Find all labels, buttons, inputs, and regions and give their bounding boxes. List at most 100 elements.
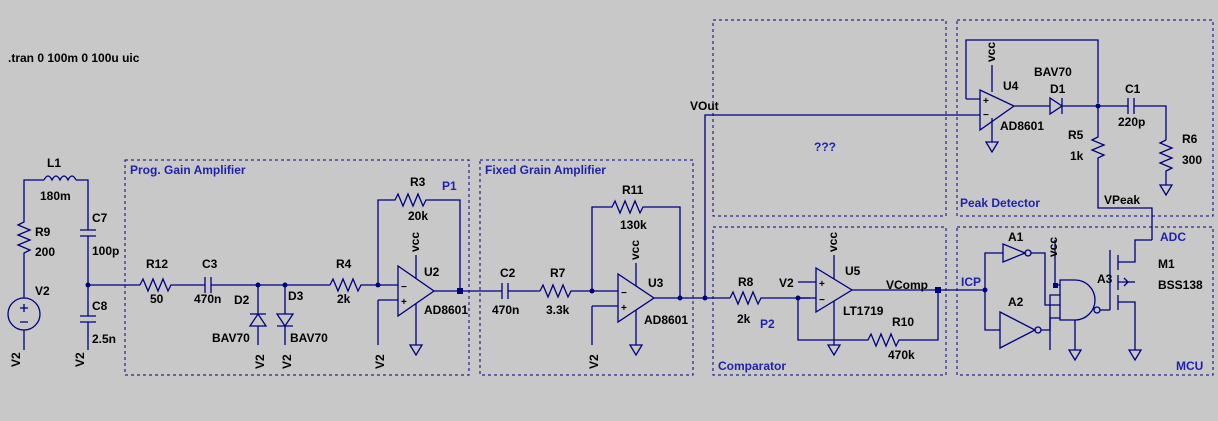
vcc-label-u3: vcc	[628, 240, 642, 260]
u3-value: AD8601	[644, 313, 688, 327]
r5-value: 1k	[1070, 149, 1084, 163]
svg-text:+: +	[983, 96, 989, 107]
u4-value: AD8601	[1000, 119, 1044, 133]
r7-name: R7	[550, 266, 566, 280]
diode-d3[interactable]	[275, 285, 295, 345]
opamp-u4[interactable]: + −	[965, 39, 1099, 142]
v2-source-name: V2	[35, 284, 50, 298]
mosfet-m1[interactable]	[1109, 239, 1152, 350]
vcc-label-a3: vcc	[1046, 237, 1060, 257]
svg-text:−: −	[983, 110, 989, 121]
voltage-source-v2[interactable]	[7, 285, 41, 350]
comparator-u5[interactable]: + −	[798, 255, 938, 345]
capacitor-c7[interactable]	[80, 229, 96, 285]
resistor-r8[interactable]	[729, 290, 810, 306]
u3-name: U3	[648, 276, 664, 290]
d3-value: BAV70	[290, 331, 328, 345]
c7-value: 100p	[92, 244, 119, 258]
c1-value: 220p	[1118, 115, 1145, 129]
m1-value: BSS138	[1158, 278, 1203, 292]
r9-value: 200	[35, 245, 55, 259]
resistor-r3[interactable]	[377, 192, 461, 291]
fixed-amp-block-title: Fixed Grain Amplifier	[485, 163, 606, 177]
v2-net-label-6: V2	[587, 354, 601, 369]
capacitor-c3[interactable]	[204, 277, 330, 293]
vpeak-net-label: VPeak	[1104, 193, 1140, 207]
pga-block	[124, 159, 470, 376]
unknown-block	[712, 19, 947, 217]
resistor-r6[interactable]	[1158, 139, 1174, 185]
r5-name: R5	[1068, 128, 1084, 142]
peak-detector-block	[956, 19, 1214, 217]
diode-d1[interactable]	[1042, 96, 1098, 116]
ground-icon	[826, 344, 842, 357]
svg-text:+: +	[621, 303, 627, 314]
d3-name: D3	[288, 289, 304, 303]
u2-value: AD8601	[424, 303, 468, 317]
vcc-label-u4: vcc	[984, 42, 998, 62]
inductor-l1[interactable]	[23, 175, 89, 230]
r12-value: 50	[150, 292, 164, 306]
c3-value: 470n	[194, 292, 221, 306]
icp-label: ICP	[961, 275, 981, 289]
diode-d2[interactable]	[248, 285, 268, 345]
r4-value: 2k	[337, 292, 351, 306]
vcomp-net-label: VComp	[886, 278, 928, 292]
a1-name: A1	[1008, 230, 1024, 244]
comparator-block	[712, 226, 947, 376]
r6-value: 300	[1182, 153, 1202, 167]
r12-name: R12	[146, 257, 168, 271]
d1-name: D1	[1050, 82, 1066, 96]
unknown-block-title: ???	[814, 140, 836, 154]
u5-name: U5	[845, 264, 861, 278]
pga-block-title: Prog. Gain Amplifier	[130, 163, 246, 177]
c8-value: 2.5n	[92, 332, 116, 346]
spice-directive[interactable]: .tran 0 100m 0 100u uic	[8, 51, 140, 65]
ground-icon	[1067, 349, 1083, 362]
r9-name: R9	[35, 225, 51, 239]
l1-name: L1	[47, 156, 61, 170]
svg-text:+: +	[819, 279, 825, 290]
resistor-r4[interactable]	[329, 277, 378, 293]
r8-name: R8	[738, 275, 754, 289]
u5-value: LT1719	[843, 304, 884, 318]
resistor-r10[interactable]	[797, 290, 939, 348]
v2-net-label-1: V2	[9, 352, 23, 367]
ground-icon	[628, 344, 644, 357]
vcc-label-u5: vcc	[826, 232, 840, 252]
opamp-u2[interactable]: − +	[377, 255, 460, 345]
ground-icon	[984, 141, 1000, 154]
comparator-block-title: Comparator	[718, 359, 786, 373]
r3-name: R3	[410, 175, 426, 189]
buffer-a1[interactable]	[984, 243, 1060, 306]
capacitor-c1[interactable]	[1098, 98, 1167, 140]
resistor-r12[interactable]	[139, 277, 205, 293]
p1-label: P1	[442, 179, 457, 193]
fixed-amp-block	[479, 159, 694, 376]
resistor-r11[interactable]	[591, 199, 681, 298]
capacitor-c8[interactable]	[80, 285, 96, 350]
p2-label: P2	[760, 317, 775, 331]
svg-text:−: −	[621, 288, 627, 299]
c8-name: C8	[92, 299, 108, 313]
v2-net-label-5: V2	[373, 354, 387, 369]
resistor-r7[interactable]	[539, 283, 592, 299]
peak-detector-block-title: Peak Detector	[960, 196, 1040, 210]
d2-name: D2	[234, 293, 250, 307]
resistor-r9[interactable]	[16, 205, 32, 285]
svg-text:+: +	[401, 297, 407, 308]
mcu-block	[956, 226, 1214, 376]
r7-value: 3.3k	[546, 303, 570, 317]
u2-name: U2	[424, 265, 440, 279]
opamp-u3[interactable]: − +	[591, 263, 680, 345]
capacitor-c2[interactable]	[501, 283, 540, 299]
v2-net-label-4: V2	[280, 354, 294, 369]
wire-vout	[704, 114, 980, 298]
resistor-r5[interactable]	[1090, 106, 1153, 240]
d1-value: BAV70	[1034, 65, 1072, 79]
r10-value: 470k	[888, 348, 915, 362]
l1-value: 180m	[40, 189, 71, 203]
r8-value: 2k	[737, 312, 751, 326]
a2-name: A2	[1008, 295, 1024, 309]
